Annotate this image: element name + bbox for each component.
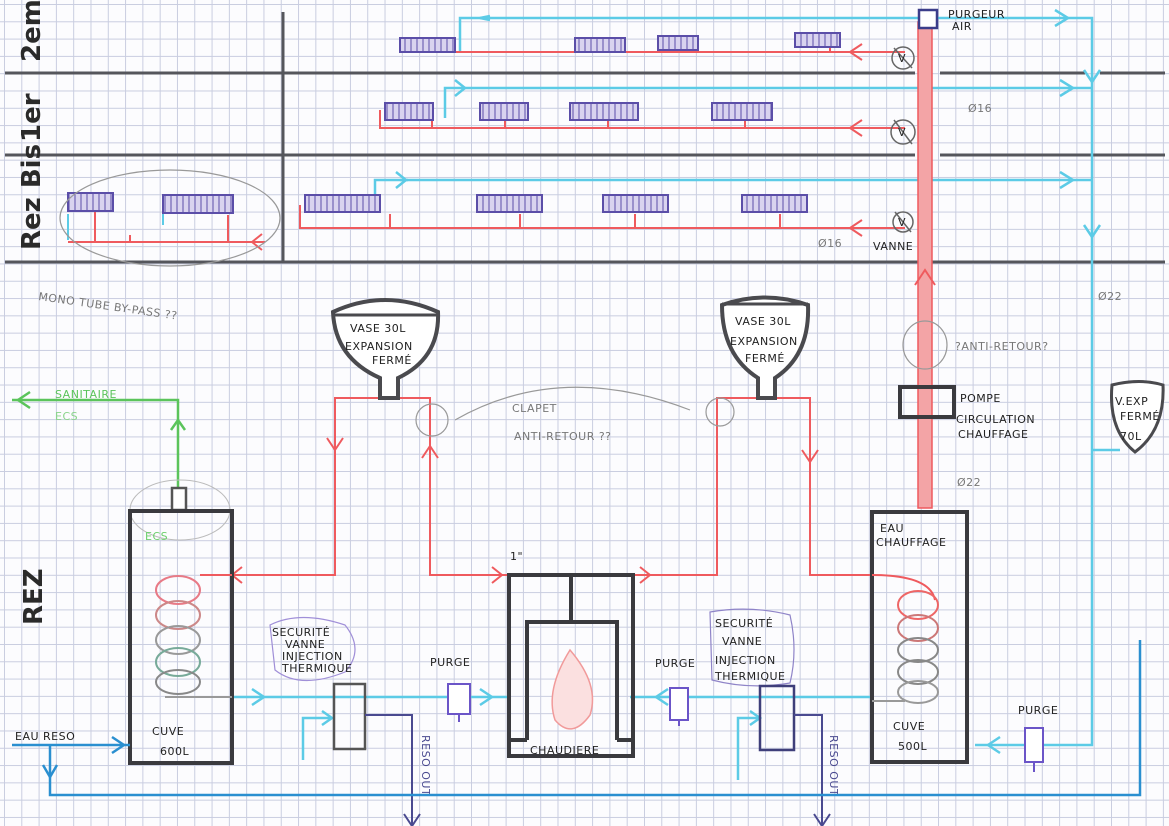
riser-arrow-icon	[914, 268, 936, 286]
vase-label: EXPANSION	[345, 340, 413, 353]
tank-600l	[128, 509, 234, 765]
vexp-label: V.EXP	[1115, 395, 1148, 408]
radiator	[384, 102, 434, 121]
chaudiere-label: CHAUDIERE	[530, 744, 599, 757]
heating-riser	[917, 21, 933, 509]
reso-out-label: RESO OUT	[419, 735, 432, 796]
vexp-label: 70L	[1120, 430, 1142, 443]
cuve-label: CUVE	[893, 720, 925, 733]
pompe-label: CIRCULATION	[956, 413, 1035, 426]
radiator	[602, 194, 669, 213]
pompe-label: POMPE	[960, 392, 1001, 405]
ecs-label: ECS	[55, 410, 78, 423]
valves	[890, 46, 916, 233]
eau-chauffage-label: EAU	[880, 522, 904, 535]
cuve-label: 600L	[160, 745, 189, 758]
purgeur-label: PURGEUR	[948, 8, 1005, 21]
securite-label: INJECTION	[715, 654, 776, 667]
tank-500l	[870, 510, 969, 764]
bypass-bubble	[59, 169, 281, 267]
mono-tube-label: MONO TUBE BY-PASS ??	[38, 290, 179, 322]
securite-label: INJECTION	[282, 650, 343, 663]
radiator	[569, 102, 639, 121]
safety-valve-right	[758, 684, 796, 752]
anti-retour-label: ?ANTI-RETOUR?	[955, 340, 1049, 353]
vexp-label: FERMÉ	[1120, 410, 1160, 423]
diameter-label: Ø16	[818, 237, 842, 250]
valve-symbol: V	[898, 126, 906, 139]
radiator	[476, 194, 543, 213]
safety-valve-left	[332, 682, 367, 751]
vase-label: FERMÉ	[745, 352, 785, 365]
radiator	[741, 194, 808, 213]
valve-symbol: V	[898, 216, 906, 229]
purge-valves	[447, 683, 1044, 772]
valve-symbol: V	[898, 52, 906, 65]
heating-coil-icon	[155, 574, 232, 698]
purge-label: PURGE	[655, 657, 695, 670]
vase-label: VASE 30L	[350, 322, 406, 335]
radiator	[304, 194, 381, 213]
clapet-label: ANTI-RETOUR ??	[514, 430, 612, 443]
pompe-label: CHAUFFAGE	[958, 428, 1028, 441]
cuve-label: 500L	[898, 740, 927, 753]
vase-label: EXPANSION	[730, 335, 798, 348]
clapet-label: CLAPET	[512, 402, 557, 415]
check-valve-icons	[415, 320, 948, 437]
radiator	[162, 194, 234, 214]
radiator	[479, 102, 529, 121]
radiator	[711, 102, 773, 121]
air-purger-icon	[917, 8, 939, 30]
purge-label: PURGE	[430, 656, 470, 669]
purge-label: PURGE	[1018, 704, 1058, 717]
flame-icon	[551, 648, 594, 730]
floor-label-rez: REZ	[19, 568, 49, 625]
floor-label-1er: 1er	[17, 93, 47, 142]
securite-label: VANNE	[722, 635, 762, 648]
pipe-size-label: 1"	[510, 550, 523, 563]
securite-label: THERMIQUE	[281, 662, 352, 675]
expansion-vessel-70l	[1109, 380, 1165, 454]
boiler	[507, 573, 635, 758]
securite-label: THERMIQUE	[714, 670, 785, 683]
diameter-label: Ø22	[1098, 290, 1122, 303]
reso-out-pipes	[365, 714, 831, 826]
radiator	[399, 37, 456, 53]
sanitaire-label: SANITAIRE	[55, 388, 117, 401]
eau-chauffage-label: CHAUFFAGE	[876, 536, 946, 549]
heating-coil-icon	[871, 574, 939, 704]
reso-out-label: RESO OUT	[827, 735, 840, 796]
diameter-label: Ø16	[968, 102, 992, 115]
floor-lines	[5, 12, 1165, 264]
securite-bubble	[709, 608, 795, 687]
vase-label: VASE 30L	[735, 315, 791, 328]
floor-label-rez-bis: Rez Bis	[17, 144, 47, 250]
securite-label: SECURITÉ	[272, 626, 330, 639]
securite-label: VANNE	[285, 638, 325, 651]
radiator	[794, 32, 841, 48]
ecs-outlet	[170, 486, 188, 512]
radiators	[67, 32, 841, 214]
ecs-tank-label: ECS	[145, 530, 168, 543]
reso-water-pipes	[12, 640, 1142, 797]
radiator	[67, 192, 114, 212]
vase-label: FERMÉ	[372, 354, 412, 367]
purgeur-label: AIR	[952, 20, 972, 33]
eau-reso-label: EAU RESO	[15, 730, 75, 743]
radiator	[657, 35, 699, 51]
diameter-label: Ø22	[957, 476, 981, 489]
expansion-vessel-left: VASE 30L EXPANSION FERMÉ	[330, 298, 441, 400]
securite-label: SECURITÉ	[715, 617, 773, 630]
ecs-pipe	[12, 390, 187, 490]
radiator	[574, 37, 626, 53]
cuve-label: CUVE	[152, 725, 184, 738]
vanne-label: VANNE	[873, 240, 913, 253]
floor-label-2em: 2em	[17, 0, 47, 62]
circulation-pump	[898, 385, 956, 419]
securite-bubble	[269, 616, 356, 682]
expansion-vessel-right: VASE 30L EXPANSION FERMÉ	[719, 295, 811, 400]
